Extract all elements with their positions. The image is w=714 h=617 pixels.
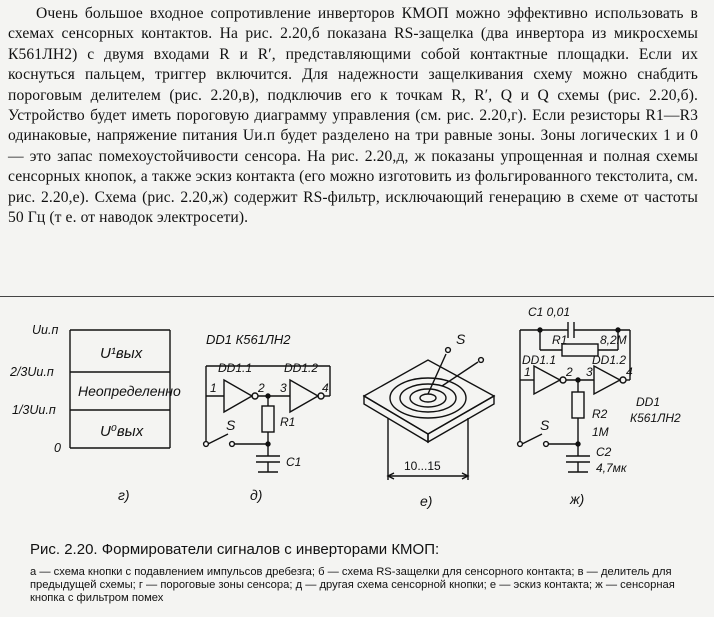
level-two-thirds-label: 2/3Uи.п [9, 365, 54, 379]
pin4-label-zh: 4 [626, 365, 633, 379]
c2-label-zh: C2 [596, 445, 612, 459]
level-zero-label: 0 [54, 441, 61, 455]
body-paragraph: Очень большое входное сопротивление инве… [8, 4, 698, 228]
zone-low-label: U⁰вых [100, 423, 144, 440]
chip-line1-zh: DD1 [636, 395, 660, 409]
diagram-threshold-zones [69, 329, 171, 449]
r1-value-zh: 8,2М [600, 333, 627, 347]
figure-caption-body: а — схема кнопки с подавлением импульсов… [30, 566, 675, 604]
c2-value-zh: 4,7мк [596, 461, 628, 475]
resistor-label-d: R1 [280, 415, 295, 429]
figure-2-20: Uи.п 2/3Uи.п 1/3Uи.п 0 U¹вых Неопределен… [9, 305, 681, 509]
gate1-label-zh: DD1.1 [522, 353, 556, 367]
capacitor-label-d: C1 [286, 455, 301, 469]
r1-label-zh: R1 [552, 333, 567, 347]
panel-label-d: д) [250, 487, 262, 503]
switch-label-e: S [456, 331, 466, 347]
zone-high-label: U¹вых [100, 345, 143, 362]
pin1-label-d: 1 [210, 381, 217, 395]
diagram-sensor-button-with-filter [516, 322, 631, 473]
dimension-label-e: 10...15 [404, 459, 441, 473]
r2-value-zh: 1М [592, 425, 609, 439]
chip-line2-zh: К561ЛН2 [630, 411, 681, 425]
level-top-label: Uи.п [32, 323, 58, 337]
gate2-label-d: DD1.2 [284, 361, 318, 375]
pin1-label-zh: 1 [524, 365, 531, 379]
chip-label-d: DD1 К561ЛН2 [206, 332, 291, 347]
divider-line [0, 296, 714, 297]
gate2-label-zh: DD1.2 [592, 353, 626, 367]
pin4-label-d: 4 [322, 381, 329, 395]
diagram-simple-sensor-button [202, 365, 331, 473]
r2-label-zh: R2 [592, 407, 608, 421]
switch-label-d: S [226, 417, 236, 433]
zone-mid-label: Неопределенно [78, 383, 181, 399]
panel-label-e: е) [420, 493, 432, 509]
pin2-label-zh: 2 [565, 365, 573, 379]
pin3-label-d: 3 [280, 381, 287, 395]
gate1-label-d: DD1.1 [218, 361, 252, 375]
paragraph-text: Очень большое входное сопротивление инве… [8, 5, 698, 227]
pin3-label-zh: 3 [586, 365, 593, 379]
figure-caption-title: Рис. 2.20. Формирователи сигналов с инве… [30, 541, 440, 558]
level-one-third-label: 1/3Uи.п [12, 403, 56, 417]
diagram-contact-sketch [362, 346, 496, 480]
panel-label-zh: ж) [569, 491, 584, 507]
c1-label-zh: C1 0,01 [528, 305, 570, 319]
switch-label-zh: S [540, 417, 550, 433]
pin2-label-d: 2 [257, 381, 265, 395]
panel-label-g: г) [118, 487, 130, 503]
